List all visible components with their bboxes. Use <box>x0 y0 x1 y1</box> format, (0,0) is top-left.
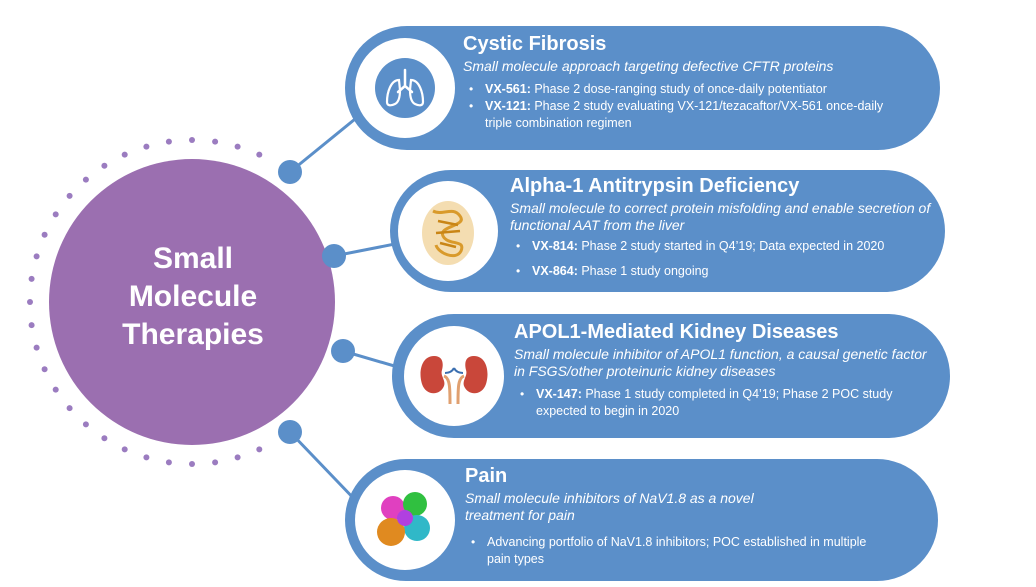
bullet-text: Phase 2 study started in Q4’19; Data exp… <box>577 239 885 253</box>
ring-dot <box>101 435 108 442</box>
hub-line: Small <box>152 242 234 275</box>
ring-dot <box>256 446 263 453</box>
connector-line-4 <box>288 430 362 507</box>
program-card-alpha-1: Alpha-1 Antitrypsin Deficiency Small mol… <box>390 170 945 292</box>
program-subtitle: Small molecule inhibitors of NaV1.8 as a… <box>465 490 754 523</box>
ring-dot <box>33 344 40 351</box>
compound-code: VX-121: <box>485 99 531 113</box>
program-card-apol1: APOL1-Mediated Kidney Diseases Small mol… <box>392 314 950 438</box>
program-title: Alpha-1 Antitrypsin Deficiency <box>510 175 800 197</box>
dotted-ring <box>27 137 263 467</box>
program-card-pain: Pain Small molecule inhibitors of NaV1.8… <box>345 459 938 581</box>
hub-label: Small Molecule Therapies <box>58 240 328 354</box>
program-title: APOL1-Mediated Kidney Diseases <box>514 321 839 343</box>
hub-line: Therapies <box>122 318 264 351</box>
bullet-text: Phase 2 dose-ranging study of once-daily… <box>530 82 827 96</box>
ring-dot <box>256 151 263 158</box>
lungs-icon-frame <box>355 38 455 138</box>
program-bullets: VX-147: Phase 1 study completed in Q4’19… <box>514 386 934 420</box>
hub-circle <box>49 159 335 445</box>
nav-channel-structure-icon-frame <box>355 470 455 570</box>
program-bullets: Advancing portfolio of NaV1.8 inhibitors… <box>465 534 885 568</box>
program-title: Pain <box>465 465 508 487</box>
ring-dot <box>28 322 35 329</box>
bullet-item: VX-121: Phase 2 study evaluating VX-121/… <box>463 98 885 132</box>
program-subtitle: Small molecule approach targeting defect… <box>463 58 834 74</box>
ring-dot <box>101 162 108 169</box>
protein-structure-icon-frame <box>398 181 498 281</box>
bullet-text: Phase 1 study completed in Q4’19; Phase … <box>536 387 893 418</box>
program-card-cystic-fibrosis: Cystic Fibrosis Small molecule approach … <box>345 26 940 150</box>
ring-dot <box>234 143 241 150</box>
lungs-icon <box>375 58 435 118</box>
bullet-item: VX-147: Phase 1 study completed in Q4’19… <box>514 386 896 420</box>
program-bullets: VX-561: Phase 2 dose-ranging study of on… <box>463 81 923 132</box>
connector-dot-4 <box>278 420 302 444</box>
program-title: Cystic Fibrosis <box>463 33 607 55</box>
ring-dot <box>165 459 172 466</box>
kidneys-icon-frame <box>404 326 504 426</box>
program-bullets: VX-814: Phase 2 study started in Q4’19; … <box>510 238 935 280</box>
connector-dot-1 <box>278 160 302 184</box>
compound-code: VX-864: <box>532 264 578 278</box>
protein-structure-icon <box>422 201 474 265</box>
bullet-text: Advancing portfolio of NaV1.8 inhibitors… <box>487 535 867 566</box>
ring-dot <box>212 138 219 145</box>
ring-dot <box>66 192 73 199</box>
compound-code: VX-561: <box>485 82 531 96</box>
ring-dot <box>234 454 241 461</box>
kidneys-icon <box>420 356 488 405</box>
connector-line-1 <box>289 113 361 174</box>
ring-dot <box>143 143 150 150</box>
ring-dot <box>33 253 40 260</box>
program-subtitle: Small molecule to correct protein misfol… <box>510 200 931 233</box>
bullet-item: VX-561: Phase 2 dose-ranging study of on… <box>463 81 923 98</box>
ring-dot <box>189 137 195 143</box>
compound-code: VX-814: <box>532 239 578 253</box>
bullet-text: Phase 2 study evaluating VX-121/tezacaft… <box>485 99 884 130</box>
ring-dot <box>212 459 219 466</box>
ring-dot <box>28 275 35 282</box>
bullet-text: Phase 1 study ongoing <box>577 264 709 278</box>
ring-dot <box>165 138 172 145</box>
connector-dot-2 <box>322 244 346 268</box>
hub-line: Molecule <box>128 280 258 313</box>
connector-dot-3 <box>331 339 355 363</box>
bullet-item: VX-814: Phase 2 study started in Q4’19; … <box>510 238 935 255</box>
ring-dot <box>41 231 48 238</box>
ring-dot <box>82 176 89 183</box>
ring-dot <box>121 151 128 158</box>
bullet-item: Advancing portfolio of NaV1.8 inhibitors… <box>465 534 887 568</box>
ring-dot <box>189 461 195 467</box>
program-subtitle: Small molecule inhibitor of APOL1 functi… <box>514 346 927 379</box>
ring-dot <box>52 211 59 218</box>
ring-dot <box>52 386 59 393</box>
ring-dot <box>66 405 73 412</box>
bullet-item: VX-864: Phase 1 study ongoing <box>510 263 935 280</box>
nav-channel-structure-icon <box>377 492 430 546</box>
ring-dot <box>82 421 89 428</box>
ring-dot <box>27 299 33 305</box>
ring-dot <box>143 454 150 461</box>
ring-dot <box>41 366 48 373</box>
compound-code: VX-147: <box>536 387 582 401</box>
ring-dot <box>121 446 128 453</box>
